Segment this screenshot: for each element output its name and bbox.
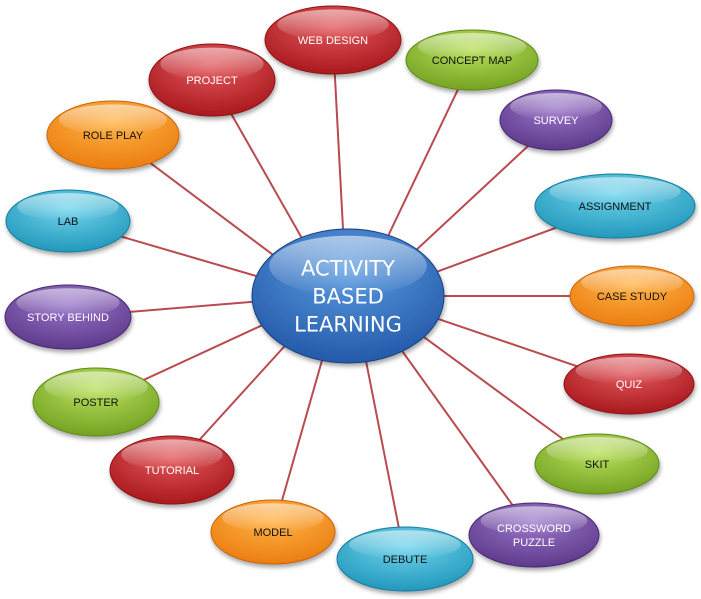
node-role-play: ROLE PLAY (46, 100, 180, 170)
node-concept-map-label: CONCEPT MAP (432, 55, 512, 67)
node-crossword-puzzle: CROSSWORD PUZZLE (468, 502, 600, 568)
node-role-play-highlight (58, 104, 168, 135)
node-assignment-highlight (549, 177, 681, 207)
node-tutorial-highlight (121, 439, 223, 471)
center-activity-based-learning: ACTIVITY BASED LEARNING (251, 228, 445, 364)
node-poster-highlight (44, 371, 148, 403)
node-web-design-highlight (277, 9, 389, 40)
center-node: ACTIVITY BASED LEARNING (251, 228, 445, 364)
node-case-study: CASE STUDY (569, 265, 695, 327)
node-crossword-puzzle-label: CROSSWORD (497, 523, 571, 535)
node-poster: POSTER (32, 367, 160, 437)
node-web-design-label: WEB DESIGN (298, 35, 368, 47)
node-debute-label: DEBUTE (383, 554, 428, 566)
node-story-behind: STORY BEHIND (4, 284, 132, 350)
node-skit-highlight (546, 437, 648, 464)
activity-nodes: WEB DESIGN CONCEPT MAP SURVEY ASSIGNMENT CAS… (4, 5, 696, 592)
node-lab-label: LAB (58, 216, 79, 228)
node-project-label: PROJECT (186, 75, 238, 87)
node-story-behind-highlight (16, 288, 120, 317)
node-debute: DEBUTE (336, 526, 474, 592)
node-crossword-puzzle-label: PUZZLE (513, 537, 555, 549)
center-activity-based-learning-label: BASED (312, 285, 384, 309)
node-web-design: WEB DESIGN (264, 5, 402, 75)
node-debute-highlight (349, 530, 461, 559)
center-activity-based-learning-label: LEARNING (294, 313, 402, 337)
node-model-highlight (222, 503, 324, 532)
node-crossword-puzzle-highlight (480, 506, 588, 535)
node-assignment: ASSIGNMENT (534, 173, 696, 239)
node-skit-label: SKIT (585, 459, 610, 471)
connector-crossword-puzzle (388, 332, 535, 536)
node-project: PROJECT (148, 43, 276, 117)
node-story-behind-label: STORY BEHIND (27, 312, 109, 324)
center-activity-based-learning-highlight (269, 235, 427, 296)
node-tutorial-label: TUTORIAL (145, 465, 199, 477)
node-quiz: QUIZ (563, 353, 695, 415)
node-assignment-label: ASSIGNMENT (579, 201, 652, 213)
node-concept-map-highlight (417, 33, 527, 60)
node-model-label: MODEL (253, 527, 292, 539)
connector-web-design (332, 39, 346, 250)
node-case-study-label: CASE STUDY (597, 291, 668, 303)
node-poster-label: POSTER (73, 397, 118, 409)
node-survey-highlight (510, 93, 602, 120)
node-survey: SURVEY (499, 89, 613, 151)
node-tutorial: TUTORIAL (109, 435, 235, 505)
node-model: MODEL (210, 499, 336, 565)
center-activity-based-learning-label: ACTIVITY (301, 257, 395, 281)
node-quiz-highlight (575, 357, 683, 384)
connector-debute (361, 341, 406, 560)
node-lab: LAB (5, 189, 131, 253)
node-case-study-highlight (581, 269, 683, 296)
connector-concept-map (378, 59, 473, 255)
node-quiz-label: QUIZ (616, 379, 643, 391)
node-lab-highlight (17, 193, 119, 221)
node-project-highlight (160, 47, 264, 80)
node-concept-map: CONCEPT MAP (405, 29, 539, 91)
node-skit: SKIT (534, 433, 660, 495)
node-survey-label: SURVEY (533, 115, 579, 127)
node-role-play-label: ROLE PLAY (83, 130, 144, 142)
